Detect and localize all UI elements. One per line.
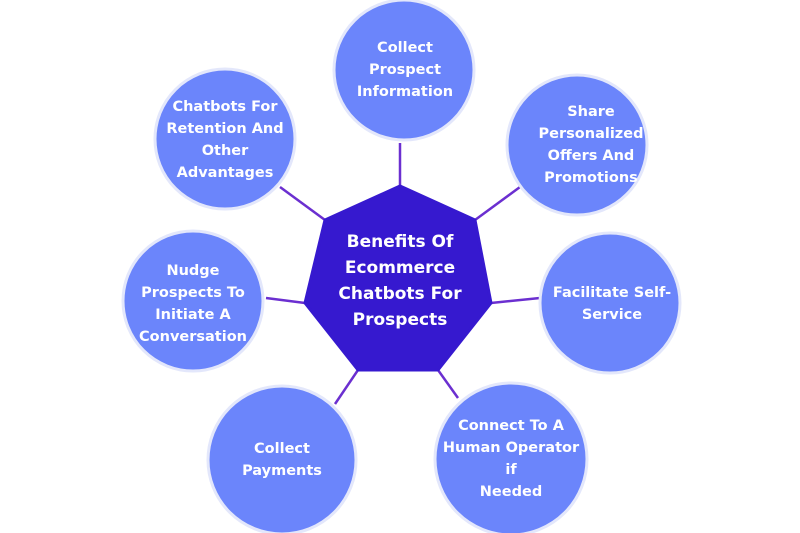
node-collect-prospect-information: [332, 0, 476, 142]
node-facilitate-self-service: [538, 231, 682, 375]
connector-nudge: [265, 296, 306, 305]
connector-human-operator: [436, 369, 460, 399]
connector-share-offers: [474, 185, 521, 222]
node-share-personalized-offers: [505, 73, 649, 217]
node-connect-to-human-operator: [433, 381, 589, 533]
center-heptagon: [303, 184, 493, 372]
node-nudge-prospects: [121, 229, 265, 373]
connector-retention: [279, 185, 326, 222]
connector-payments: [333, 369, 360, 405]
connector-self-service: [490, 296, 541, 305]
node-collect-payments: [206, 384, 358, 533]
connector-lines: [265, 143, 541, 405]
node-circles: [121, 0, 682, 533]
node-chatbots-for-retention: [153, 67, 297, 211]
